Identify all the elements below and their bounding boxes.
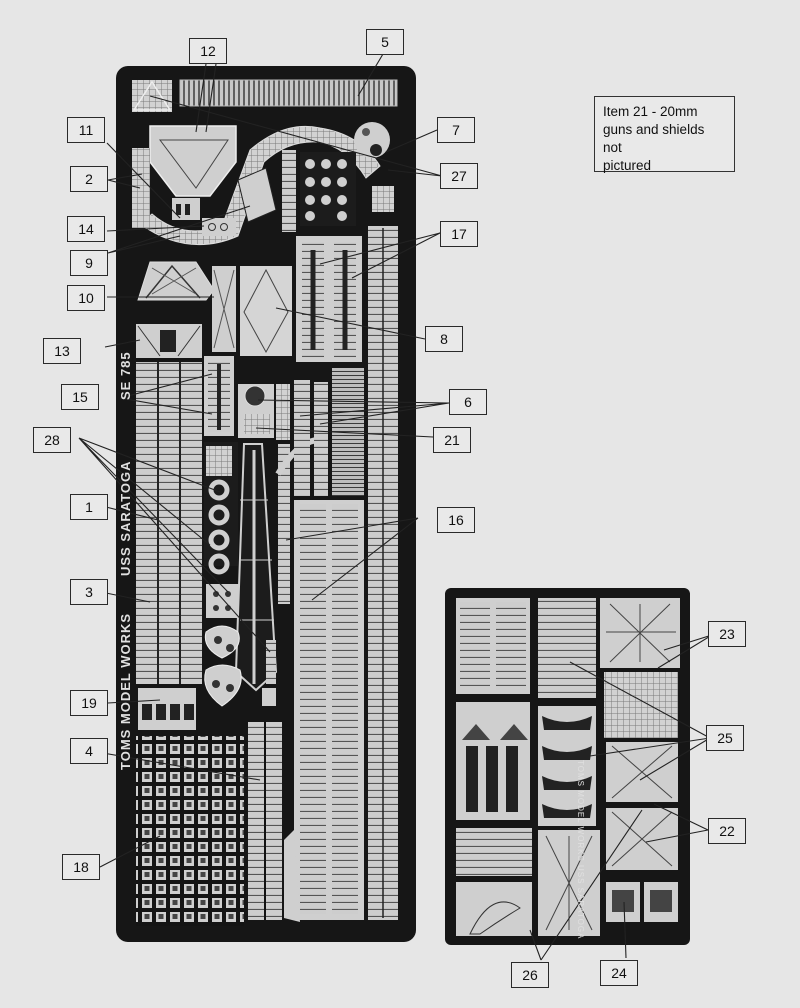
note-line: guns and shields not <box>603 122 705 155</box>
callout-14: 14 <box>67 216 105 242</box>
callout-7: 7 <box>437 117 475 143</box>
callout-6: 6 <box>449 389 487 415</box>
small-fret <box>445 588 690 945</box>
callout-8: 8 <box>425 326 463 352</box>
callout-24: 24 <box>600 960 638 986</box>
callout-22: 22 <box>708 818 746 844</box>
leader-lines <box>78 53 713 961</box>
small-fret-side-text: TOMS MODEL WORKS USS SARATOGA <box>576 760 585 940</box>
callout-9: 9 <box>70 250 108 276</box>
callout-27: 27 <box>440 163 478 189</box>
callout-26: 26 <box>511 962 549 988</box>
callout-5: 5 <box>366 29 404 55</box>
callout-21: 21 <box>433 427 471 453</box>
callout-25: 25 <box>706 725 744 751</box>
callout-15: 15 <box>61 384 99 410</box>
main-fret <box>116 66 416 942</box>
callout-10: 10 <box>67 285 105 311</box>
note-line: pictured <box>603 158 652 173</box>
note-line: Item 21 - 20mm <box>603 104 698 119</box>
ship-name-text: USS SARATOGA <box>118 460 133 576</box>
callout-23: 23 <box>708 621 746 647</box>
callout-1: 1 <box>70 494 108 520</box>
callout-17: 17 <box>440 221 478 247</box>
callout-19: 19 <box>70 690 108 716</box>
callout-2: 2 <box>70 166 108 192</box>
product-code-text: SE 785 <box>118 351 133 400</box>
callout-3: 3 <box>70 579 108 605</box>
callout-11: 11 <box>67 117 105 143</box>
callout-4: 4 <box>70 738 108 764</box>
callout-18: 18 <box>62 854 100 880</box>
callout-12: 12 <box>189 38 227 64</box>
callout-28: 28 <box>33 427 71 453</box>
callout-13: 13 <box>43 338 81 364</box>
callout-16: 16 <box>437 507 475 533</box>
note-box: Item 21 - 20mm guns and shields not pict… <box>594 96 735 173</box>
brand-text: TOMS MODEL WORKS <box>118 612 133 770</box>
